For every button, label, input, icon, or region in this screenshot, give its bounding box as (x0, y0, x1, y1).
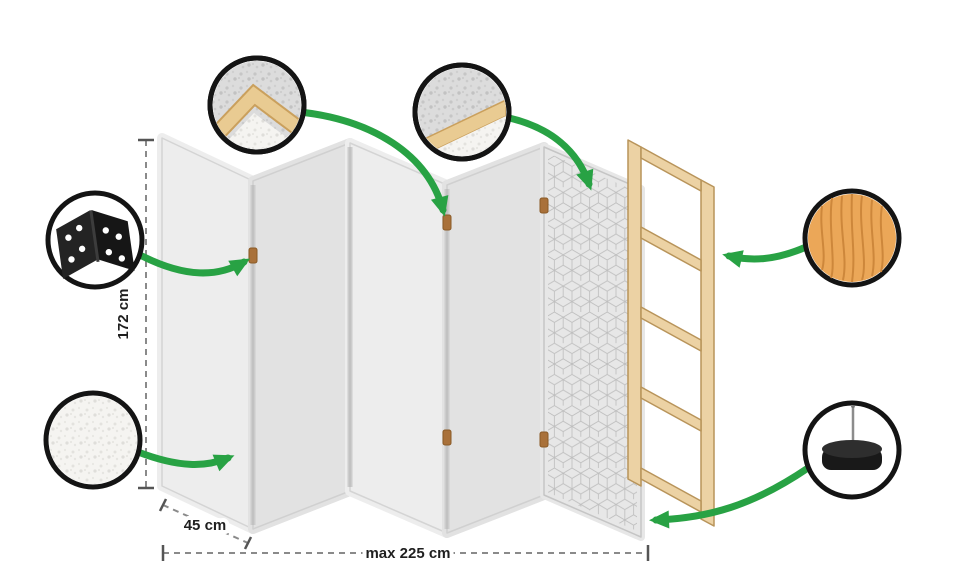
frame-corner-icon (207, 55, 307, 155)
metal-hinge-detail-callout (45, 190, 145, 290)
frame-left-stile (627, 139, 642, 487)
edge-layers-detail-callout (412, 62, 512, 162)
fleece-texture-detail-callout (43, 390, 143, 490)
frame-rung (640, 386, 702, 432)
panel-4 (442, 142, 549, 538)
hinge-icon (56, 210, 135, 279)
arrow-fleece-to-panel (134, 448, 235, 472)
frame-right-stile (700, 179, 715, 527)
dimension-max-width: max 225 cm (161, 541, 650, 566)
frame-rung (640, 306, 702, 352)
arrow-edge-to-textured-panel (501, 113, 594, 191)
dimension-height: 172 cm (111, 138, 154, 490)
arrows (134, 108, 812, 529)
panel-3 (345, 138, 452, 538)
fleece-texture-icon (49, 396, 137, 484)
folding-screen (157, 133, 645, 541)
fold-lines (252, 147, 448, 529)
felt-glide-icon (822, 406, 882, 470)
arrow-hinge-to-fold (138, 252, 251, 277)
panel-width-label: 45 cm (184, 517, 227, 534)
pine-wood-detail-callout (802, 188, 902, 288)
height-dimension-label: 172 cm (115, 289, 132, 340)
panel-2 (248, 138, 355, 534)
corner-frame-detail-callout (207, 55, 307, 155)
dimension-panel-width: 45 cm (158, 498, 253, 550)
arrow-corner-to-fold (296, 108, 449, 217)
wood-grain-lines (820, 193, 884, 283)
hinge-marks (248, 197, 549, 448)
max-width-label: max 225 cm (365, 545, 450, 562)
arrow-wood-to-frame (722, 243, 810, 268)
felt-glide-detail-callout (802, 400, 902, 500)
panel-edge-icon (412, 62, 512, 162)
arrow-glide-to-frame-bottom (649, 464, 812, 529)
textured-panel (540, 143, 645, 541)
panel-1 (157, 133, 258, 534)
frame-rung (640, 226, 702, 272)
wooden-frame (627, 139, 715, 527)
frame-rung (640, 146, 702, 192)
